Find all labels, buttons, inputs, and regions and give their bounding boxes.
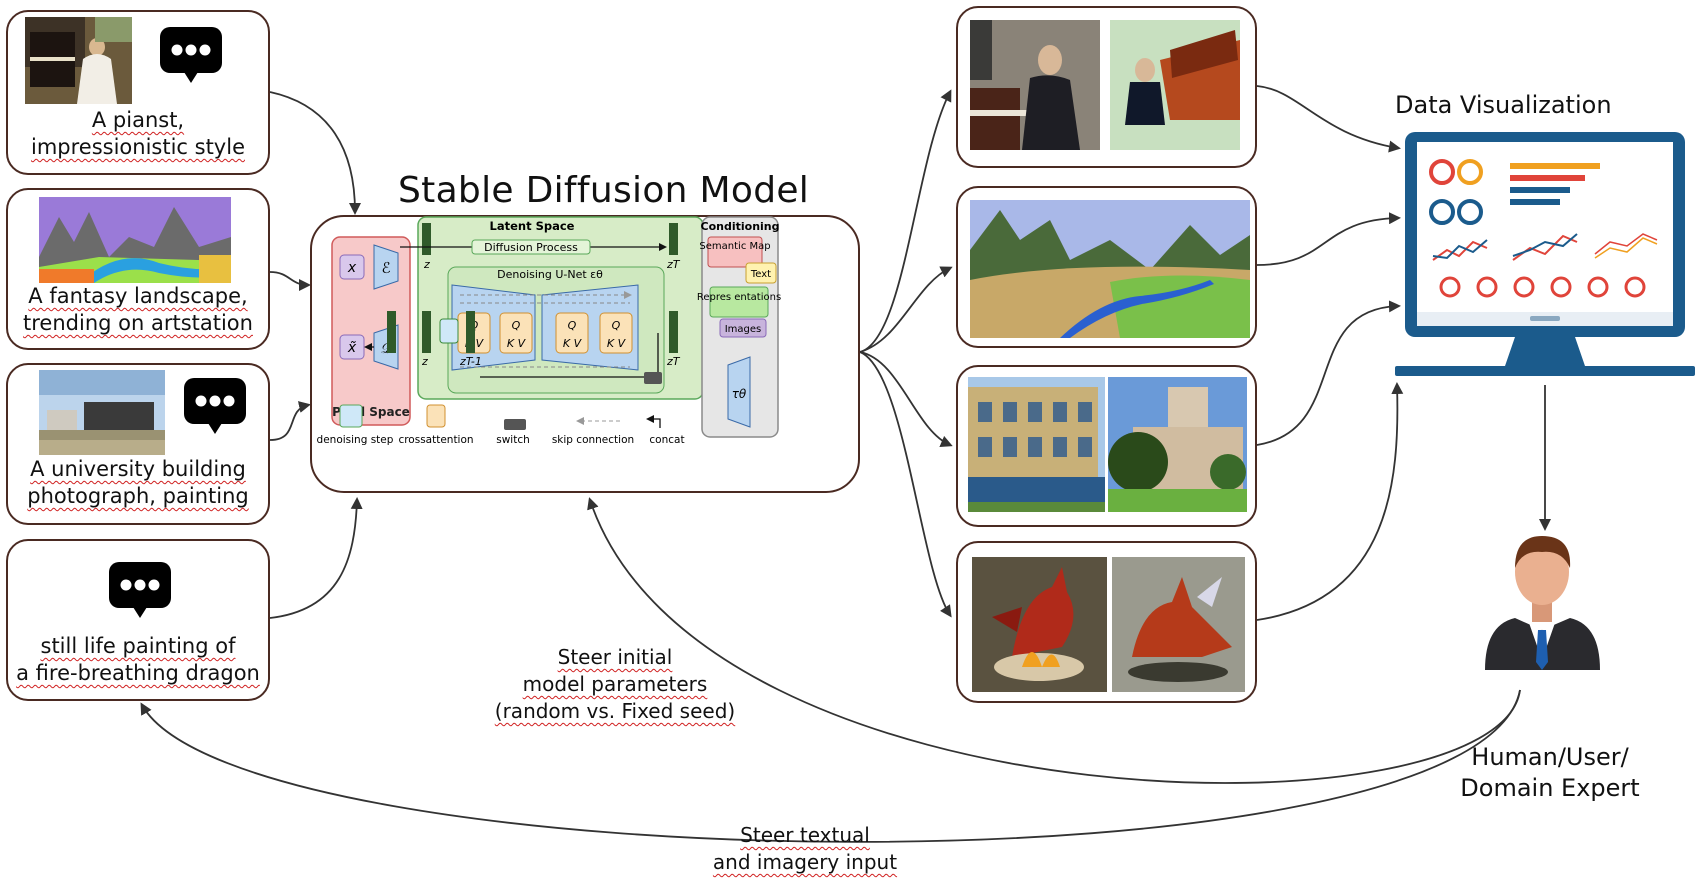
output-image-dragon-1 — [972, 557, 1107, 692]
output-image-landscape — [970, 200, 1250, 338]
svg-text:x̃: x̃ — [347, 340, 357, 356]
prompt-card-4: still life painting of a fire-breathing … — [6, 539, 270, 701]
text-box — [745, 262, 777, 284]
prompt-image-building — [39, 370, 165, 455]
svg-text:τθ: τθ — [732, 387, 747, 401]
text-label: Text — [750, 269, 771, 280]
legend-skip-connection: skip connection — [552, 434, 634, 446]
arrow-out3-to-monitor — [1256, 300, 1401, 446]
z-bar-top — [422, 223, 431, 255]
svg-text:K V: K V — [563, 337, 583, 350]
output-card-4 — [956, 541, 1257, 703]
arrow-model-to-out3 — [859, 351, 953, 447]
encoder-shape — [373, 244, 399, 290]
prompt-text-1: A pianst, impressionistic style — [30, 108, 245, 159]
legend-switch: switch — [496, 434, 530, 446]
svg-text:zT: zT — [666, 258, 681, 271]
output-image-dragon-2 — [1112, 557, 1245, 692]
legend-crossattention: crossattention — [398, 434, 473, 446]
person-icon — [1485, 536, 1600, 670]
legend-crossattention-icon — [426, 404, 446, 428]
model-title: Stable Diffusion Model — [398, 170, 810, 211]
output-image-pianist-1 — [970, 20, 1100, 150]
x-input-box — [339, 254, 365, 280]
svg-text:K V: K V — [507, 337, 527, 350]
unet-label: Denoising U-Net εθ — [497, 268, 603, 281]
output-card-3 — [956, 365, 1257, 527]
steer-params-label: Steer initial model parameters (random v… — [494, 645, 736, 723]
diffusion-process-box — [471, 239, 591, 255]
prompt-card-1: A pianst, impressionistic style — [6, 10, 270, 175]
prompt-card-3: A university building photograph, painti… — [6, 363, 270, 525]
monitor-icon — [1395, 132, 1695, 376]
speech-bubble-icon — [160, 27, 222, 85]
images-label: Images — [725, 324, 762, 335]
arrow-prompt2-to-model — [269, 271, 311, 291]
svg-text:ℰ: ℰ — [381, 259, 390, 277]
arrow-out1-to-monitor — [1256, 85, 1401, 153]
svg-text:x: x — [347, 260, 357, 276]
legend-switch-icon — [504, 419, 526, 430]
prompt-text-3: A university building photograph, painti… — [27, 457, 249, 508]
denoise-step-icon — [439, 318, 459, 344]
legend-denoising-icon — [339, 404, 363, 428]
arrow-steer-textual — [140, 689, 1521, 843]
arrow-prompt1-to-model — [269, 91, 361, 215]
arrow-prompt3-to-model — [269, 401, 311, 441]
model-diagram: Pixel Space x ℰ x̃ 𝒟 Latent Space z zT D… — [317, 216, 781, 446]
arrow-model-to-out2 — [859, 266, 953, 353]
representations-label: Repres entations — [697, 292, 781, 303]
human-label: Human/User/ Domain Expert — [1460, 743, 1640, 802]
data-visualization-title: Data Visualization — [1395, 91, 1612, 119]
arrow-model-to-out1 — [859, 89, 952, 353]
svg-text:Q: Q — [612, 319, 621, 332]
diffusion-process-label: Diffusion Process — [484, 241, 578, 254]
speech-bubble-icon — [109, 562, 171, 620]
output-card-1 — [956, 6, 1257, 168]
prompt-card-2: A fantasy landscape, trending on artstat… — [6, 188, 270, 350]
steer-textual-label: Steer textual and imagery input — [712, 823, 898, 874]
prompt-image-landscape — [39, 197, 231, 283]
images-box — [719, 318, 767, 338]
arrow-out2-to-monitor — [1256, 212, 1401, 266]
legend-concat: concat — [649, 434, 684, 446]
arrow-steer-params — [587, 497, 1521, 784]
output-card-2 — [956, 186, 1257, 348]
output-image-building-1 — [968, 377, 1105, 512]
output-image-building-2 — [1108, 377, 1247, 512]
svg-text:z: z — [421, 355, 428, 368]
conditioning-label: Conditioning — [701, 220, 780, 233]
representations-box — [709, 286, 769, 318]
svg-text:zT-1: zT-1 — [459, 355, 482, 368]
semantic-map-label: Semantic Map — [699, 241, 770, 252]
arrow-prompt4-to-model — [269, 497, 363, 619]
svg-text:Q: Q — [568, 319, 577, 332]
output-image-pianist-2 — [1110, 20, 1240, 150]
zT-bar-bottom — [669, 311, 678, 353]
legend-denoising-step: denoising step — [317, 434, 394, 446]
prompt-text-4: still life painting of a fire-breathing … — [16, 634, 260, 685]
arrow-out4-to-monitor — [1256, 382, 1404, 621]
svg-text:K V: K V — [607, 337, 627, 350]
arrow-model-to-out4 — [859, 351, 952, 618]
switch-icon — [644, 372, 662, 384]
speech-bubble-icon — [184, 378, 246, 436]
semantic-map-box — [707, 236, 763, 268]
svg-text:zT: zT — [666, 355, 681, 368]
svg-text:z: z — [423, 258, 430, 271]
latent-space-label: Latent Space — [490, 219, 575, 233]
prompt-image-pianist — [25, 17, 132, 104]
prompt-text-2: A fantasy landscape, trending on artstat… — [23, 284, 253, 335]
z-bar-bottom — [387, 311, 396, 353]
zT-bar-top — [669, 223, 678, 255]
tau-encoder-shape — [727, 356, 751, 428]
svg-text:Q: Q — [512, 319, 521, 332]
